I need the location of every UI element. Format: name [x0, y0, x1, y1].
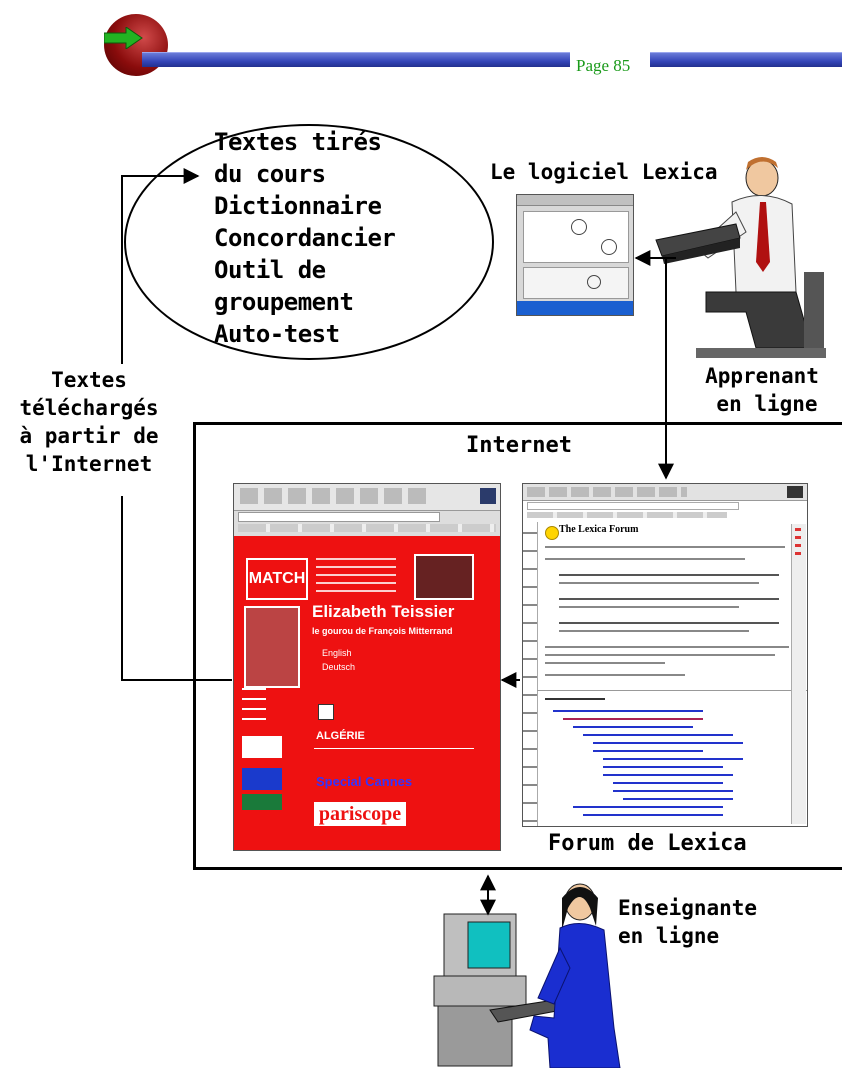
teacher-label-line: en ligne	[618, 924, 720, 948]
feature-item: Dictionnaire	[214, 192, 382, 220]
lexica-software-screenshot	[516, 194, 634, 316]
match-section-2[interactable]: Special Cannes	[316, 774, 413, 789]
teacher-label-line: Enseignante	[618, 896, 758, 920]
teacher-label: Enseignante en ligne	[618, 894, 757, 950]
match-section-1[interactable]: ALGÉRIE	[316, 730, 365, 742]
learner-label-line: en ligne	[716, 392, 818, 416]
internet-box	[193, 422, 842, 870]
learner-label-line: Apprenant	[705, 364, 819, 388]
match-website-screenshot: MATCH Elizabeth Teissier le gourou de Fr…	[233, 483, 501, 851]
page-label: Page 85	[576, 56, 631, 75]
arrow-downloaded-to-ellipse	[121, 168, 200, 364]
line-match-to-downloaded	[121, 496, 232, 681]
match-headline-1: Elizabeth Teissier	[312, 602, 455, 621]
feature-item: groupement	[214, 288, 354, 316]
pariscope-brand[interactable]: pariscope	[314, 802, 406, 826]
internet-label: Internet	[466, 433, 572, 458]
learner-label: Apprenant en ligne	[684, 362, 840, 418]
header-bar-right	[650, 52, 842, 67]
feature-item: Concordancier	[214, 224, 396, 252]
match-headline-2: le gourou de François Mitterrand	[312, 626, 453, 636]
downloaded-texts-label: Textes téléchargés à partir de l'Interne…	[0, 366, 178, 478]
header-bar-left	[142, 52, 570, 67]
downloaded-label-line: à partir de	[19, 424, 159, 448]
software-label: Le logiciel Lexica	[490, 160, 718, 184]
forum-label: Forum de Lexica	[548, 831, 747, 856]
match-bullet-2[interactable]: Deutsch	[322, 662, 356, 672]
match-bullet-1[interactable]: English	[322, 648, 352, 658]
match-page-body: MATCH Elizabeth Teissier le gourou de Fr…	[234, 536, 500, 850]
learner-illustration	[636, 152, 836, 366]
teacher-illustration	[430, 878, 630, 1069]
forum-thread-list	[543, 706, 783, 824]
forum-website-screenshot: The Lexica Forum	[522, 483, 808, 827]
downloaded-label-line: téléchargés	[19, 396, 159, 420]
match-logo: MATCH	[246, 558, 308, 600]
forum-title: The Lexica Forum	[559, 524, 639, 535]
feature-item: du cours	[214, 160, 326, 188]
downloaded-label-line: Textes	[51, 368, 127, 392]
downloaded-label-line: l'Internet	[25, 452, 153, 476]
feature-item: Textes tirés	[214, 128, 382, 156]
feature-item: Outil de	[214, 256, 326, 284]
feature-ellipse	[124, 124, 494, 360]
forum-smiley-icon	[545, 526, 559, 540]
green-arrow-icon	[103, 26, 144, 50]
header: Page 85	[0, 0, 842, 100]
feature-list: Textes tirés du cours Dictionnaire Conco…	[214, 126, 396, 350]
feature-item: Auto-test	[214, 320, 340, 348]
